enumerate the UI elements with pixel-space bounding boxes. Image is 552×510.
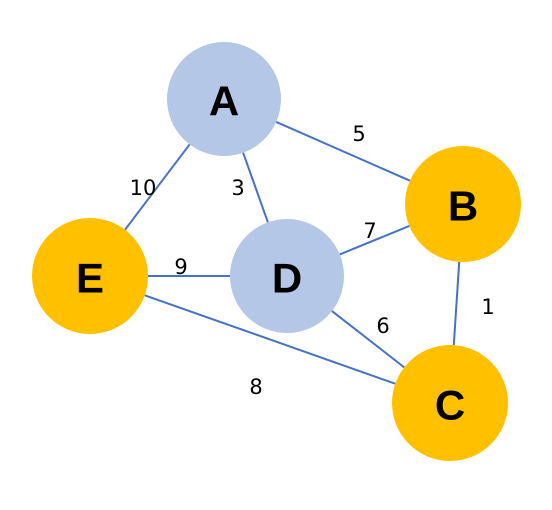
edge-weight-b-d: 7	[363, 219, 376, 243]
edge-weight-a-b: 5	[352, 122, 365, 146]
node-circle-e	[32, 218, 148, 334]
edge-weight-a-e: 10	[130, 176, 157, 200]
node-e: E	[32, 218, 148, 334]
node-circle-d	[230, 219, 344, 333]
edge-weight-e-c: 8	[249, 375, 262, 399]
node-label-b: B	[448, 183, 478, 230]
node-circle-c	[392, 345, 508, 461]
edge-d-c	[331, 310, 405, 369]
node-label-c: C	[435, 382, 465, 429]
edge-e-c	[144, 294, 396, 385]
edge-labels-layer: 5 3 10 7 1 9 6 8	[130, 122, 495, 399]
edge-a-d	[242, 152, 269, 223]
node-circle-b	[405, 146, 521, 262]
edge-weight-d-c: 6	[376, 314, 389, 338]
node-b: B	[405, 146, 521, 262]
edge-a-b	[275, 121, 411, 182]
edge-b-d	[339, 225, 410, 256]
edge-weight-a-d: 3	[231, 176, 244, 200]
node-label-e: E	[76, 255, 104, 302]
node-circle-a	[167, 42, 281, 156]
node-label-a: A	[209, 78, 239, 125]
node-a: A	[167, 42, 281, 156]
node-label-d: D	[272, 255, 302, 302]
edge-weight-b-c: 1	[481, 295, 494, 319]
edges-layer	[124, 121, 461, 385]
node-c: C	[392, 345, 508, 461]
node-d: D	[230, 219, 344, 333]
edge-a-e	[124, 143, 191, 231]
edge-weight-e-d: 9	[174, 255, 187, 279]
nodes-layer: A B C D E	[32, 42, 521, 461]
edge-b-c	[452, 261, 461, 346]
